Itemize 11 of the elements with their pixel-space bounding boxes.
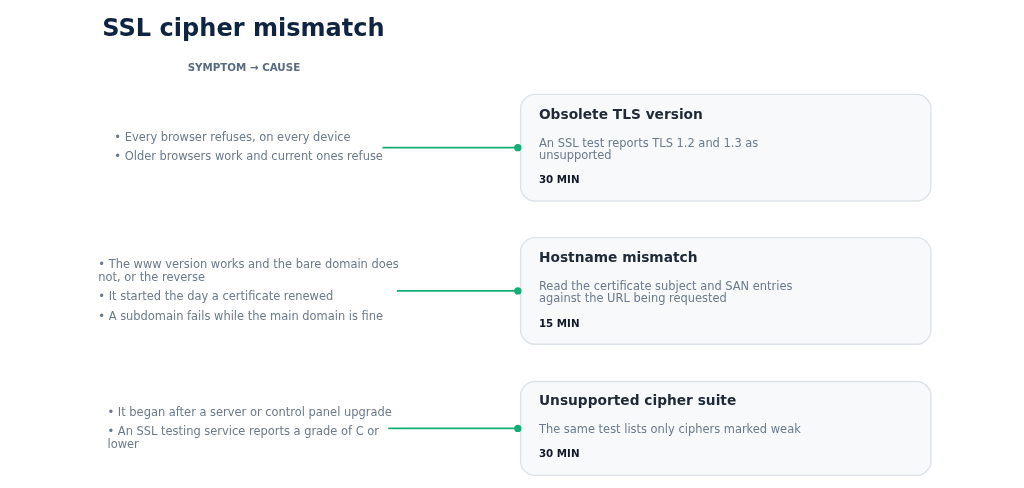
diagram-title: SSL cipher mismatch (102, 13, 385, 42)
label: SYMPTOM → CAUSE (187, 60, 301, 73)
connector (381, 143, 522, 151)
connector (395, 286, 522, 295)
connector (387, 424, 522, 432)
node-box: Hostname mismatch Read the certificate subject and SAN entries against the URL being requested 15 MIN (519, 236, 932, 345)
node-text: • It began after a server or control panel upgrade • An SSL testing service reports a grade of C or lower (107, 404, 392, 451)
node-text: • Every browser refuses, on every device • Older browsers work and current ones refuse (114, 129, 383, 163)
node-box: Obsolete TLS version An SSL test reports TLS 1.2 and 1.3 as unsupported 30 MIN (519, 93, 932, 202)
node-box: Unsupported cipher suite The same test lists only ciphers marked weak 30 MIN (519, 380, 932, 476)
node-text: • The www version works and the bare domain does not, or the reverse • It started the day a certificate renewed • A subdomain fails while the main domain is fine (98, 256, 399, 323)
